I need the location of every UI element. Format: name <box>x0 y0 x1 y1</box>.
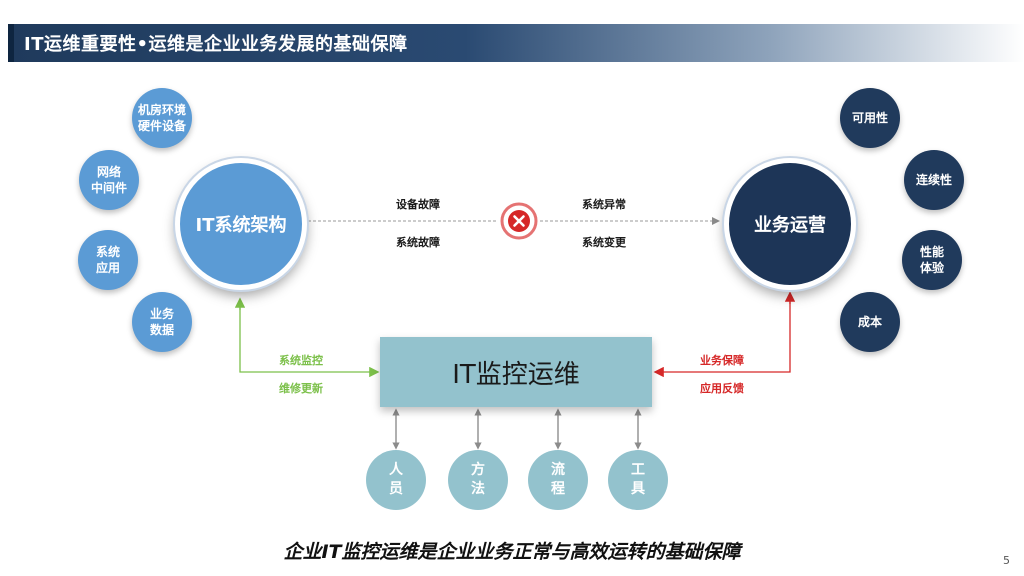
flow-label: 系统异常 <box>582 198 626 211</box>
it-monitoring-ops-box: IT监控运维 <box>380 337 652 407</box>
flow-label: 系统变更 <box>582 236 626 249</box>
pillar-tools: 工具 <box>608 450 668 510</box>
footer-tagline: 企业IT监控运维是企业业务正常与高效运转的基础保障 <box>283 541 741 563</box>
page-number: 5 <box>1003 554 1010 567</box>
app-feedback-label: 应用反馈 <box>700 382 744 395</box>
error-x-icon <box>500 202 538 240</box>
flow-label: 设备故障 <box>396 198 440 211</box>
pillar-method: 方法 <box>448 450 508 510</box>
title-bar <box>8 24 1024 62</box>
title-accent <box>8 24 14 62</box>
left-satellite: 业务数据 <box>132 292 192 352</box>
monitor-label: 系统监控 <box>279 354 323 367</box>
it-architecture-node: IT系统架构 <box>175 158 307 290</box>
right-satellite: 可用性 <box>840 88 900 148</box>
pillar-people: 人员 <box>366 450 426 510</box>
business-guarantee-label: 业务保障 <box>700 354 744 367</box>
pillar-arrows <box>392 408 642 450</box>
left-satellite: 网络中间件 <box>79 150 139 210</box>
left-satellite: 机房环境硬件设备 <box>132 88 192 148</box>
flow-label: 系统故障 <box>396 236 440 249</box>
left-satellite: 系统应用 <box>78 230 138 290</box>
business-operation-node: 业务运营 <box>724 158 856 290</box>
maintenance-label: 维修更新 <box>279 382 323 395</box>
page-title: IT运维重要性•运维是企业业务发展的基础保障 <box>24 34 408 55</box>
right-satellite: 成本 <box>840 292 900 352</box>
right-satellite: 性能体验 <box>902 230 962 290</box>
red-connector <box>653 300 791 378</box>
right-satellite: 连续性 <box>904 150 964 210</box>
pillar-process: 流程 <box>528 450 588 510</box>
green-connector <box>239 306 380 378</box>
